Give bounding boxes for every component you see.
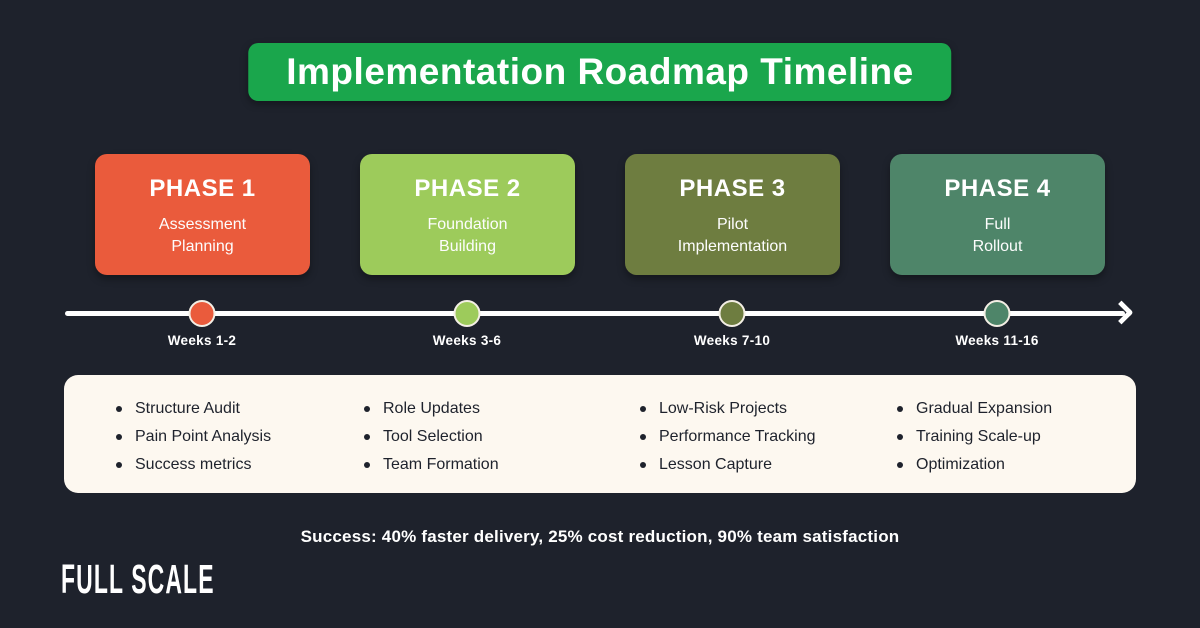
phase-2-items-list: Role Updates Tool Selection Team Formati… [362, 395, 499, 479]
phase-details-panel [64, 375, 1136, 493]
phase-2-subtitle: Foundation Building [427, 216, 508, 255]
list-item: Lesson Capture [638, 451, 816, 479]
list-item: Success metrics [114, 451, 271, 479]
timeline-line [65, 311, 1125, 316]
week-label-3: Weeks 7-10 [693, 333, 771, 348]
title-banner: Implementation Roadmap Timeline [248, 43, 952, 101]
list-item: Gradual Expansion [895, 395, 1052, 423]
phase-1-items-list: Structure Audit Pain Point Analysis Succ… [114, 395, 271, 479]
list-item: Low-Risk Projects [638, 395, 816, 423]
list-item: Tool Selection [362, 423, 499, 451]
page-title: Implementation Roadmap Timeline [286, 51, 914, 92]
week-label-4: Weeks 11-16 [955, 333, 1039, 348]
full-scale-logo: FULL SCALE [61, 556, 215, 602]
timeline-dot-4 [983, 300, 1011, 327]
arrow-right-icon [1109, 300, 1134, 325]
timeline-dot-3 [718, 300, 746, 327]
phase-4-title: PHASE 4 [944, 175, 1051, 202]
week-label-2: Weeks 3-6 [432, 333, 502, 348]
phase-card-4: PHASE 4 Full Rollout [890, 154, 1105, 275]
phase-4-subtitle: Full Rollout [972, 216, 1023, 255]
list-item: Team Formation [362, 451, 499, 479]
list-item: Pain Point Analysis [114, 423, 271, 451]
list-item: Training Scale-up [895, 423, 1052, 451]
phase-card-1: PHASE 1 Assessment Planning [95, 154, 310, 275]
phase-card-2: PHASE 2 Foundation Building [360, 154, 575, 275]
list-item: Optimization [895, 451, 1052, 479]
list-item: Role Updates [362, 395, 499, 423]
phase-2-title: PHASE 2 [414, 175, 521, 202]
phase-4-items-list: Gradual Expansion Training Scale-up Opti… [895, 395, 1052, 479]
phase-3-items-list: Low-Risk Projects Performance Tracking L… [638, 395, 816, 479]
list-item: Performance Tracking [638, 423, 816, 451]
success-summary: Success: 40% faster delivery, 25% cost r… [300, 527, 900, 546]
timeline-dot-2 [453, 300, 481, 327]
phase-3-title: PHASE 3 [679, 175, 786, 202]
timeline-dot-1 [188, 300, 216, 327]
week-label-1: Weeks 1-2 [167, 333, 237, 348]
phase-card-3: PHASE 3 Pilot Implementation [625, 154, 840, 275]
list-item: Structure Audit [114, 395, 271, 423]
phase-1-subtitle: Assessment Planning [158, 216, 247, 255]
phase-1-title: PHASE 1 [149, 175, 256, 202]
phase-3-subtitle: Pilot Implementation [677, 216, 788, 255]
